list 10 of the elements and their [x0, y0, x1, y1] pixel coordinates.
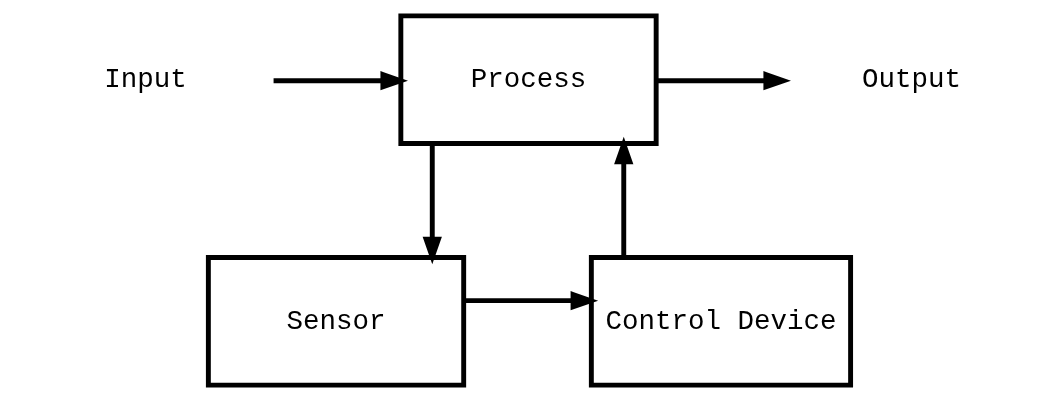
arrow — [273, 71, 408, 91]
arrow — [422, 143, 442, 265]
arrow — [614, 136, 634, 258]
node-box: Sensor — [205, 255, 467, 388]
node-text: Output — [862, 63, 961, 95]
node-box: Process — [398, 13, 659, 146]
arrow — [464, 291, 599, 311]
node-box: Control Device — [588, 255, 854, 388]
node-text: Input — [104, 63, 187, 95]
arrow — [656, 71, 791, 91]
